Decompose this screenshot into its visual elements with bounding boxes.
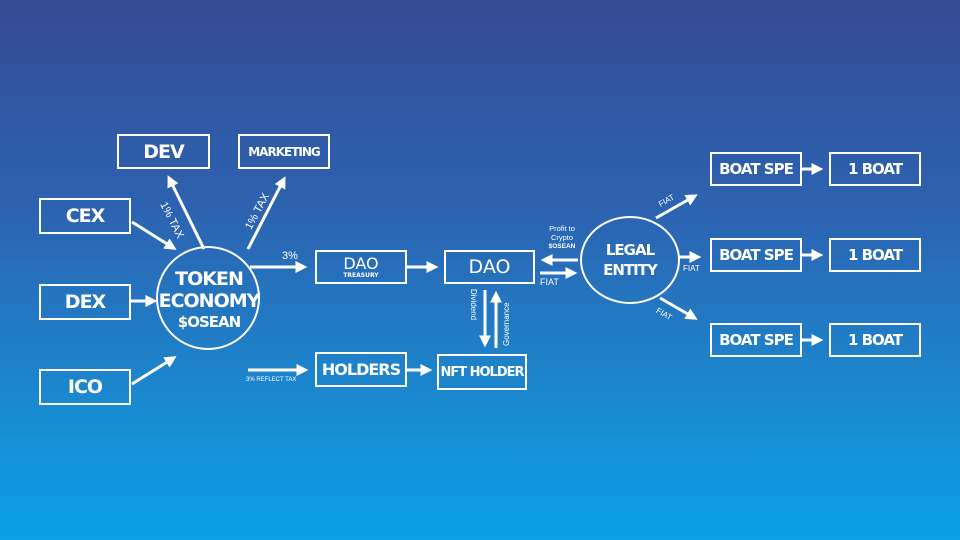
token-economy-text: TOKEN ECONOMY $OSEAN [140,268,278,332]
dao-label: DAO [468,256,511,278]
ico-box: ICO [39,369,131,405]
dex-box: DEX [39,284,131,320]
profit-line2: Crypto [550,233,574,242]
legal-entity-circle: LEGAL ENTITY [580,216,680,304]
boat-spe-label: BOAT SPE [719,246,794,264]
arrow-token-to-dev [167,175,206,250]
boat-box-3: 1 BOAT [829,323,921,357]
marketing-label: MARKETING [248,144,321,159]
arrow-legal-to-spe-1 [655,194,698,220]
dao-treasury-title: DAO [343,253,379,273]
cex-label: CEX [65,205,106,227]
nft-holder-label: NFT HOLDER [440,364,524,380]
arrow-legal-to-spe-3 [659,296,698,320]
governance-label: Governance [502,302,511,346]
ico-label: ICO [67,376,103,398]
boat-box-1: 1 BOAT [829,152,921,186]
fiat-to-dao-label: FIAT [540,277,559,287]
legal-entity-line2: ENTITY [603,261,658,279]
dex-label: DEX [64,291,106,313]
arrow-ico-to-token [131,356,177,386]
dividend-label: Dividend [469,289,478,321]
dev-box: DEV [117,134,210,169]
boat-label: 1 BOAT [847,246,903,264]
dev-label: DEV [143,140,184,163]
dao-pct-label: 3% [282,250,298,262]
cex-box: CEX [39,198,131,234]
boat-label: 1 BOAT [847,331,903,349]
token-economy-line2: ECONOMY [158,290,261,312]
boat-spe-label: BOAT SPE [719,160,794,178]
boat-box-2: 1 BOAT [829,238,921,272]
dao-treasury-box: DAO TREASURY [315,250,407,284]
boat-spe-box-3: BOAT SPE [710,323,802,357]
holders-label: HOLDERS [321,360,401,379]
arrow-token-to-marketing [246,176,286,250]
profit-line3: $OSEAN [548,243,576,250]
dao-treasury-subtitle: TREASURY [343,271,379,279]
token-economy-line1: TOKEN [175,268,244,290]
arrow-cex-to-token [131,220,177,250]
token-economy-circle [156,246,260,350]
boat-spe-label: BOAT SPE [719,331,794,349]
boat-label: 1 BOAT [847,160,903,178]
legal-entity-line1: LEGAL [605,241,655,259]
boat-spe-box-2: BOAT SPE [710,238,802,272]
profit-label: Profit to Crypto $OSEAN [540,224,584,251]
holders-box: HOLDERS [315,352,407,387]
profit-line1: Profit to [549,224,575,233]
marketing-box: MARKETING [238,134,330,169]
token-economy-line3: $OSEAN [177,313,241,331]
reflect-tax-label: 3% REFLECT TAX [246,377,297,383]
fiat-mid-label: FIAT [683,264,700,273]
dao-box: DAO [444,250,535,284]
boat-spe-box-1: BOAT SPE [710,152,802,186]
nft-holder-box: NFT HOLDER [437,354,527,390]
